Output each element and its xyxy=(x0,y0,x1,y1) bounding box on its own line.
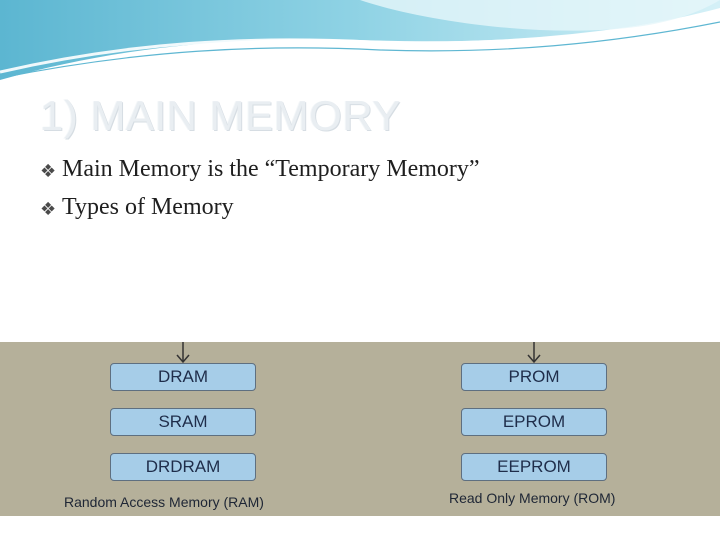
rom-box-prom: PROM xyxy=(461,363,607,391)
memory-types-diagram: DRAM SRAM DRDRAM Random Access Memory (R… xyxy=(0,342,720,516)
down-arrow-icon xyxy=(527,342,541,364)
down-arrow-icon xyxy=(176,342,190,364)
slide-title: 1) MAIN MEMORY xyxy=(40,92,401,139)
bullet-marker-icon: ❖ xyxy=(40,161,57,182)
ram-caption: Random Access Memory (RAM) xyxy=(64,494,264,510)
ram-box-drdram: DRDRAM xyxy=(110,453,256,481)
bullet-item: ❖Main Memory is the “Temporary Memory” xyxy=(40,156,480,183)
rom-box-eeprom: EEPROM xyxy=(461,453,607,481)
rom-box-eprom: EPROM xyxy=(461,408,607,436)
bullet-text: Types of Memory xyxy=(62,194,234,220)
bullet-text: Main Memory is the “Temporary Memory” xyxy=(62,156,480,182)
header-wave-decoration xyxy=(0,0,720,80)
ram-box-sram: SRAM xyxy=(110,408,256,436)
rom-caption: Read Only Memory (ROM) xyxy=(449,490,616,506)
ram-box-dram: DRAM xyxy=(110,363,256,391)
bullet-item: ❖Types of Memory xyxy=(40,194,234,221)
bullet-marker-icon: ❖ xyxy=(40,199,57,220)
